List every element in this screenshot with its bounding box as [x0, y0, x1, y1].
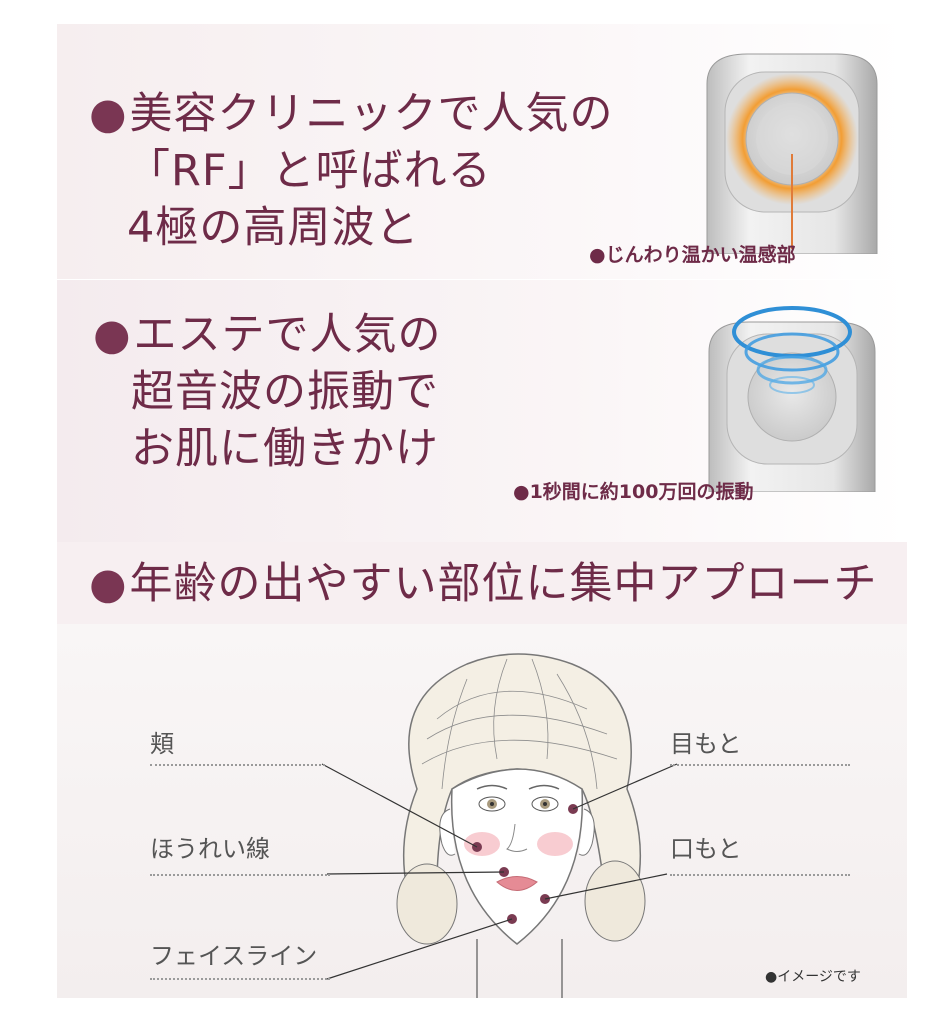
label-faceline: フェイスライン	[150, 942, 318, 970]
faceline-dotline	[150, 978, 330, 980]
nasolabial-dotline	[150, 874, 330, 876]
face-panel: 頬 ほうれい線 フェイスライン 目もと 口もと ●イメージです	[57, 624, 907, 998]
ultrasonic-headline: ●エステで人気の 超音波の振動で お肌に働きかけ	[93, 307, 442, 478]
device-ultrasonic-illustration	[708, 306, 876, 492]
leader-lines	[321, 763, 678, 980]
device-rf-illustration	[706, 53, 878, 254]
image-note: ●イメージです	[765, 969, 861, 985]
rf-caption: ●じんわり温かい温感部	[589, 244, 796, 266]
approach-headline: ●年齢の出やすい部位に集中アプローチ	[89, 559, 878, 609]
eye-dotline	[670, 764, 850, 766]
label-eye: 目もと	[670, 730, 742, 758]
ultrasonic-caption: ●1秒間に約100万回の振動	[513, 481, 754, 503]
ultrasonic-line-1: エステで人気の	[133, 310, 442, 360]
label-cheek: 頬	[150, 730, 174, 758]
face-illustration	[396, 653, 646, 998]
ultrasonic-line-2: 超音波の振動で	[131, 367, 439, 417]
rf-headline: ●美容クリニックで人気の 「RF」と呼ばれる 4極の高周波と	[89, 86, 614, 257]
ultrasonic-panel: ●エステで人気の 超音波の振動で お肌に働きかけ ●1秒間に約100万回の振動	[57, 280, 907, 542]
label-mouth: 口もと	[670, 835, 742, 863]
rf-panel: ●美容クリニックで人気の 「RF」と呼ばれる 4極の高周波と ●じんわり温かい温…	[57, 24, 907, 279]
rf-line-1: 美容クリニックで人気の	[129, 89, 614, 139]
label-nasolabial: ほうれい線	[150, 835, 270, 863]
mouth-dotline	[670, 874, 850, 876]
rf-line-3: 4極の高周波と	[127, 203, 420, 253]
ultrasonic-line-3: お肌に働きかけ	[131, 424, 439, 474]
rf-line-2: 「RF」と呼ばれる	[127, 146, 492, 196]
cheek-dotline	[150, 764, 325, 766]
approach-panel: ●年齢の出やすい部位に集中アプローチ	[57, 542, 907, 624]
